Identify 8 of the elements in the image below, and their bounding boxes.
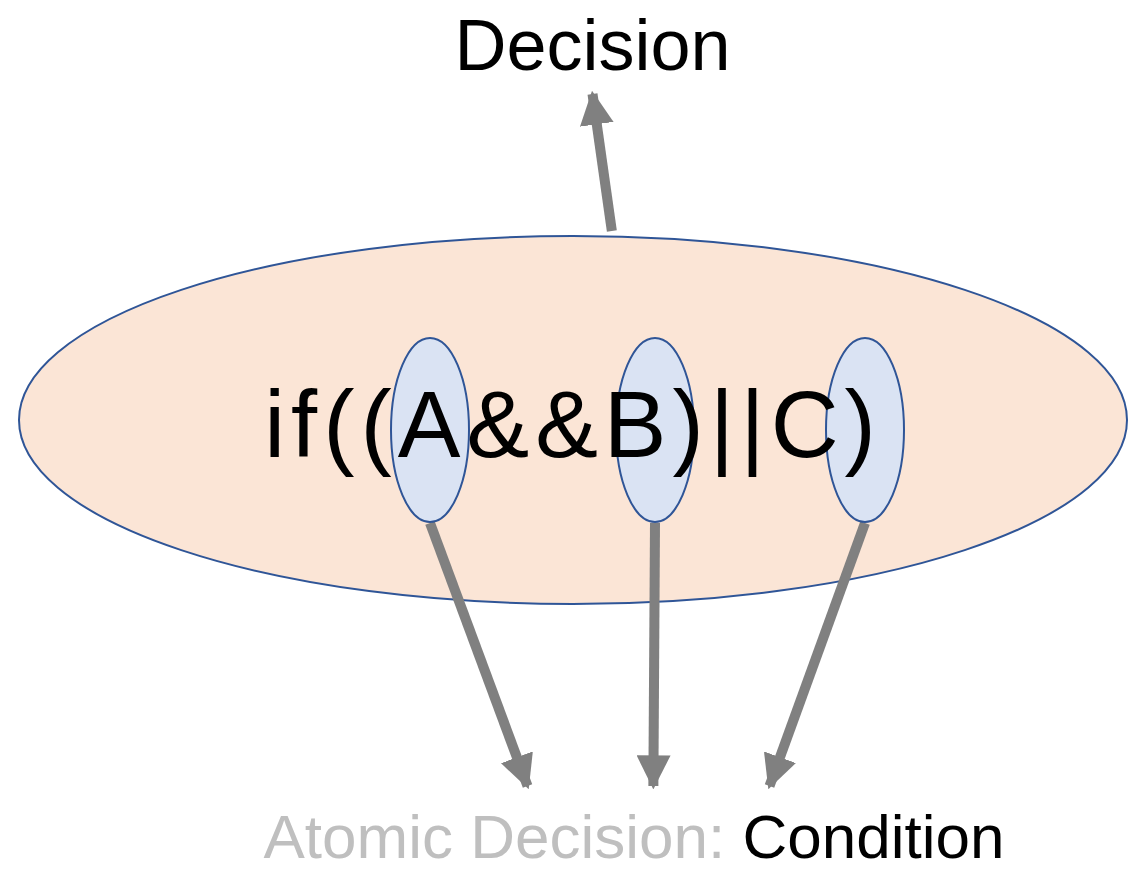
atomic-decision-text: Atomic Decision: xyxy=(263,802,726,872)
condition-text: Condition xyxy=(742,802,1005,872)
decision-text: Decision xyxy=(454,6,731,86)
arrow xyxy=(425,521,533,790)
arrow xyxy=(636,522,671,790)
arrow xyxy=(579,90,617,232)
arrow xyxy=(764,521,870,790)
decision-ellipse xyxy=(18,235,1128,605)
